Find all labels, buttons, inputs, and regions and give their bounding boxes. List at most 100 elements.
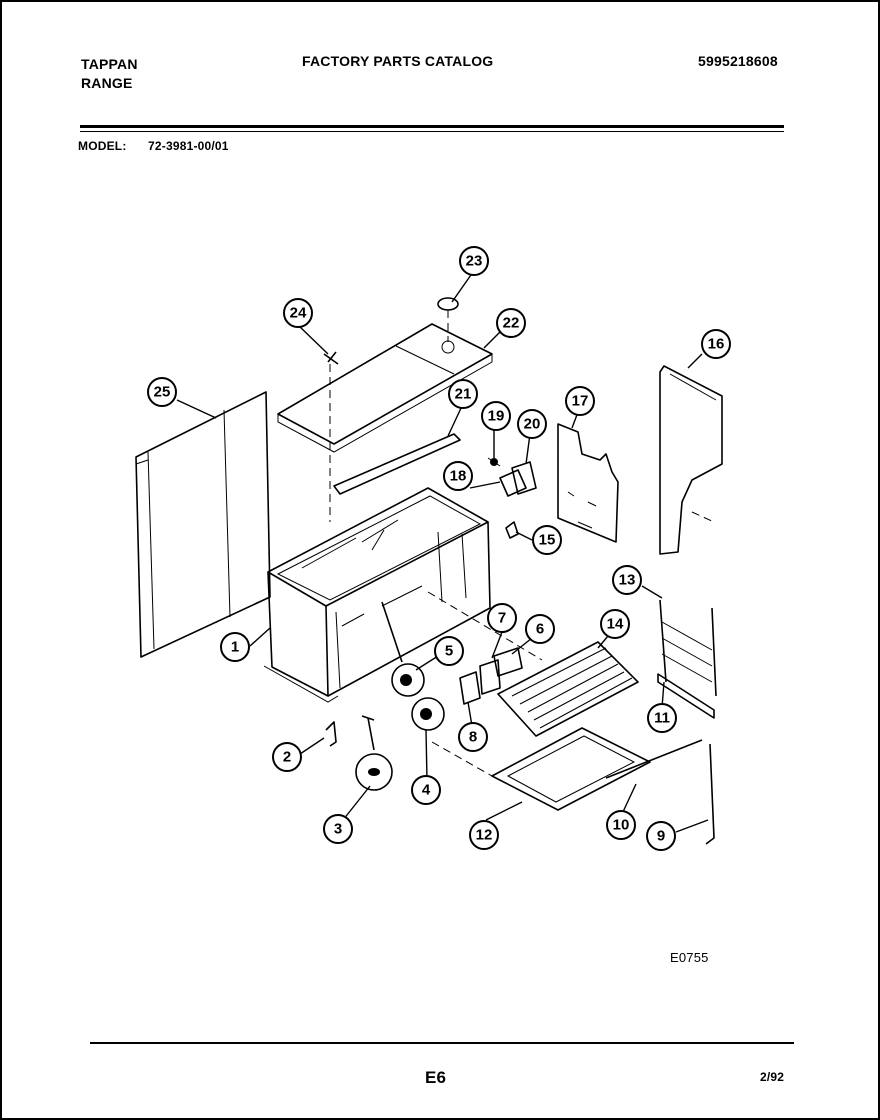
callout-circle	[272, 742, 302, 772]
callout-circle	[481, 401, 511, 431]
callout-11: 11	[647, 703, 677, 733]
catalog-number: 5995218608	[698, 53, 778, 69]
callout-label: 11	[654, 710, 670, 727]
callout-circle	[283, 298, 313, 328]
callout-5: 5	[434, 636, 464, 666]
figure-code: E0755	[670, 950, 709, 965]
callout-circle	[647, 703, 677, 733]
callout-circle	[496, 308, 526, 338]
callout-label: 17	[572, 393, 589, 410]
callout-4: 4	[411, 775, 441, 805]
callout-circle	[448, 379, 478, 409]
callout-7: 7	[487, 603, 517, 633]
callout-label: 21	[455, 386, 472, 403]
channel-part	[333, 433, 461, 495]
callout-circle	[565, 386, 595, 416]
rack-slide-part	[657, 673, 715, 719]
callout-circle	[443, 461, 473, 491]
header-rule-thin	[80, 131, 784, 132]
catalog-title: FACTORY PARTS CATALOG	[302, 53, 494, 69]
callout-6: 6	[525, 614, 555, 644]
callout-circle	[612, 565, 642, 595]
callout-23: 23	[459, 246, 489, 276]
callout-circle	[469, 820, 499, 850]
callout-21: 21	[448, 379, 478, 409]
callout-label: 7	[498, 610, 506, 627]
callout-label: 23	[466, 253, 483, 270]
grommet-part-3	[355, 715, 393, 791]
strip-part-9	[705, 743, 715, 845]
callout-circle	[701, 329, 731, 359]
callout-label: 10	[613, 817, 630, 834]
callout-24: 24	[283, 298, 313, 328]
callout-19: 19	[481, 401, 511, 431]
callout-label: 19	[488, 408, 505, 425]
callout-label: 18	[450, 468, 467, 485]
callout-circle	[525, 614, 555, 644]
callout-label: 24	[290, 305, 307, 322]
broiler-pan-part	[431, 727, 651, 811]
leader-lines	[176, 271, 709, 833]
callout-3: 3	[323, 814, 353, 844]
page-number: E6	[425, 1068, 447, 1087]
header-rule-thick	[80, 125, 784, 128]
callout-16: 16	[701, 329, 731, 359]
rod-part-10	[605, 739, 703, 779]
control-bracket-part	[557, 423, 619, 543]
block-part-20	[511, 461, 537, 495]
cooktop-part	[277, 323, 493, 453]
callout-label: 16	[708, 336, 725, 353]
callout-circle	[646, 821, 676, 851]
callout-circle	[606, 810, 636, 840]
bracket-part-6	[493, 647, 523, 677]
callout-label: 9	[657, 828, 665, 845]
cabinet-body-part	[263, 487, 543, 703]
callout-label: 25	[154, 384, 171, 401]
screw-part-2	[325, 721, 337, 747]
callout-circle	[459, 246, 489, 276]
top-clip-part	[323, 351, 339, 522]
callout-label: 2	[283, 749, 291, 766]
callout-label: 1	[231, 639, 239, 656]
footer-rule	[90, 1042, 794, 1044]
spring-part-19	[487, 457, 501, 467]
callout-10: 10	[606, 810, 636, 840]
oven-rack-part	[497, 641, 639, 737]
callout-circle	[147, 377, 177, 407]
callout-8: 8	[458, 722, 488, 752]
callout-20: 20	[517, 409, 547, 439]
callout-circle	[220, 632, 250, 662]
burner-cap-part	[437, 297, 459, 342]
callout-1: 1	[220, 632, 250, 662]
callout-label: 5	[445, 643, 453, 660]
callout-label: 4	[422, 782, 431, 799]
valve-part-18	[499, 469, 527, 497]
callout-18: 18	[443, 461, 473, 491]
model-value: 72-3981-00/01	[148, 139, 229, 153]
back-panel-part	[659, 365, 723, 555]
callout-label: 6	[536, 621, 544, 638]
callout-22: 22	[496, 308, 526, 338]
callout-25: 25	[147, 377, 177, 407]
callout-label: 13	[619, 572, 636, 589]
callout-label: 8	[469, 729, 477, 746]
callout-14: 14	[600, 609, 630, 639]
callout-label: 12	[476, 827, 493, 844]
callout-label: 20	[524, 416, 541, 433]
revision-date: 2/92	[760, 1070, 785, 1084]
rack-support-part	[659, 599, 717, 697]
callout-label: 3	[334, 821, 342, 838]
callout-9: 9	[646, 821, 676, 851]
callout-circle	[434, 636, 464, 666]
callout-circle	[323, 814, 353, 844]
callout-circle	[411, 775, 441, 805]
callout-label: 22	[503, 315, 520, 332]
side-panel-part	[135, 391, 271, 658]
callout-13: 13	[612, 565, 642, 595]
callout-circle	[600, 609, 630, 639]
brand-line-2: RANGE	[81, 75, 133, 91]
callout-12: 12	[469, 820, 499, 850]
callout-17: 17	[565, 386, 595, 416]
bracket-part-7	[479, 659, 501, 695]
